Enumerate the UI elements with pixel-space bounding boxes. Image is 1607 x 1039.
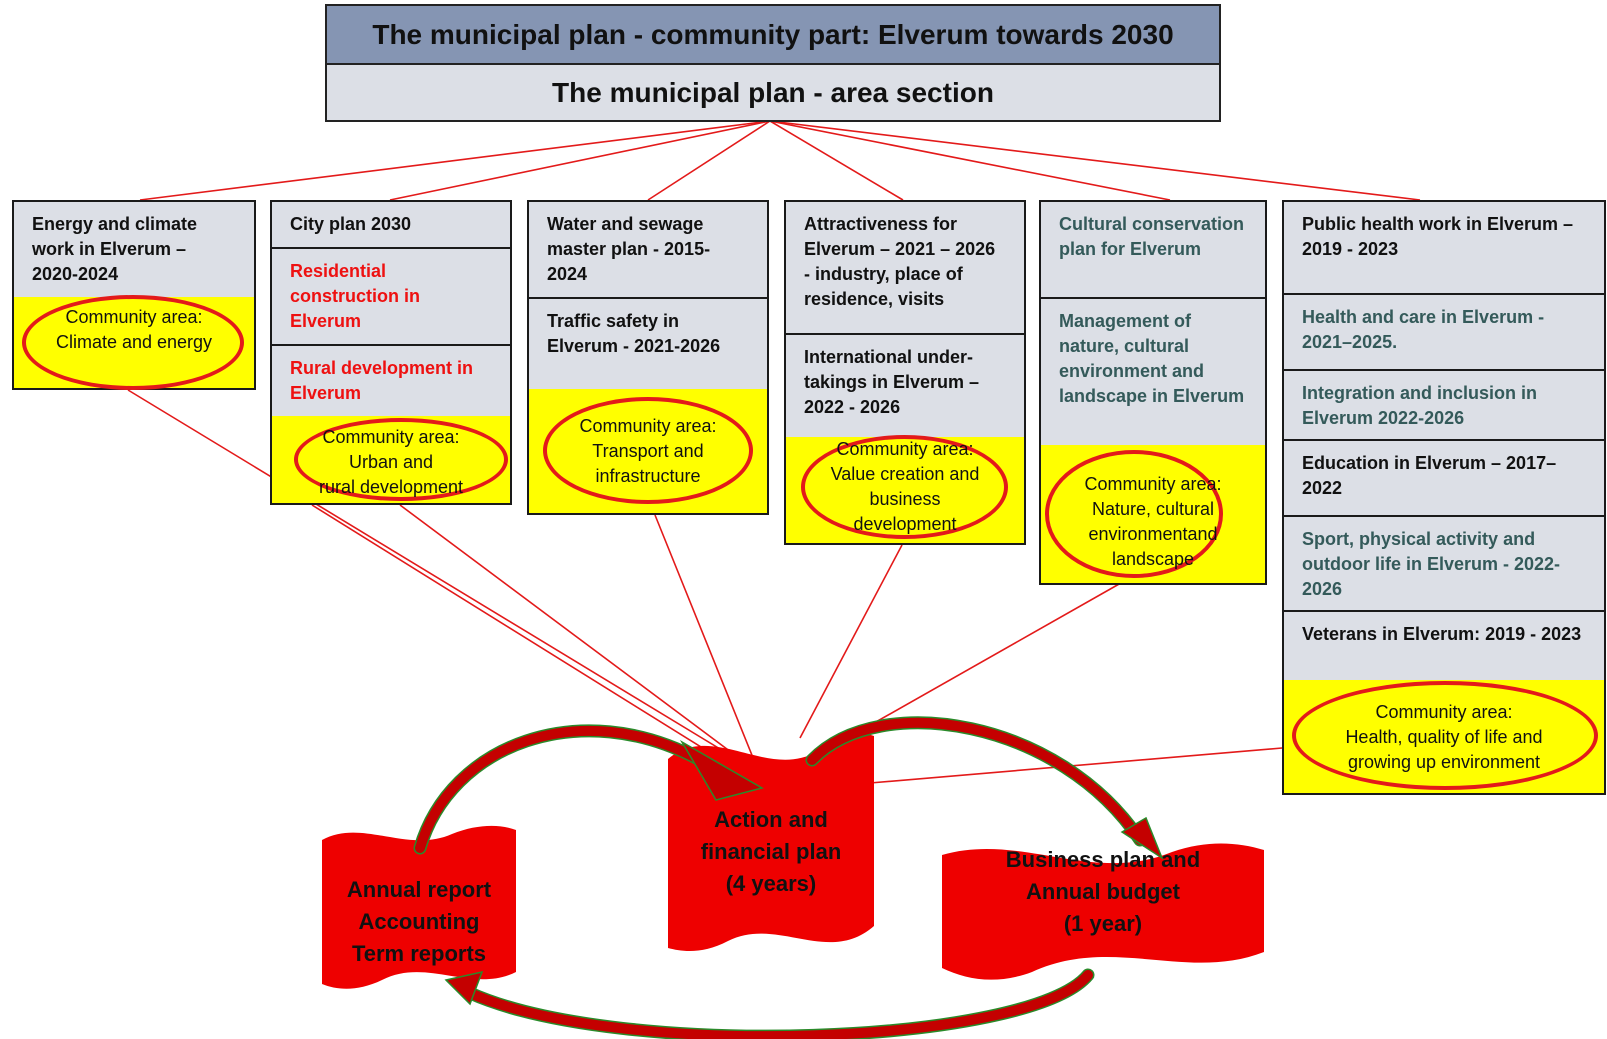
community-area-name: development [853,514,957,534]
municipal-plan-area-section-header: The municipal plan - area section [325,63,1221,122]
plan-international-undertakings: International under-takings in Elverum –… [786,335,1024,437]
plan-column-value-creation: Attractiveness for Elverum – 2021 – 2026… [784,200,1026,545]
arrowhead [1120,816,1164,860]
action-plan-line-2: financial plan [700,839,842,864]
plan-health-care: Health and care in Elverum - 2021–2025. [1284,295,1604,371]
community-area-name: Health, quality of life and [1345,727,1543,747]
plan-column-climate: Energy and climate work in Elverum – 202… [12,200,256,390]
community-area-name: infrastructure [595,466,701,486]
community-area-label: Community area: [1375,702,1513,722]
community-area-nature: Community area: Nature, cultural environ… [1041,445,1265,583]
highlight-ellipse [294,418,508,501]
community-area-name: Urban and [348,452,434,472]
community-area-name: Value creation and [830,464,980,484]
plan-water-sewage: Water and sewage master plan - 2015-2024 [529,202,767,299]
community-area-transport: Community area: Transport and infrastruc… [529,389,767,513]
community-area-name: growing up environment [1347,752,1541,772]
highlight-ellipse [801,435,1008,539]
community-area-health: Community area: Health, quality of life … [1284,680,1604,793]
plan-education: Education in Elverum – 2017–2022 [1284,441,1604,517]
community-area-name: Nature, cultural [1091,499,1215,519]
plan-column-transport: Water and sewage master plan - 2015-2024… [527,200,769,515]
community-area-climate-energy: Community area: Climate and energy [14,295,254,390]
arrowhead [679,739,764,801]
community-area-name: environmentand [1088,524,1218,544]
plan-cultural-conservation: Cultural conservation plan for Elverum [1041,202,1265,299]
community-area-value-creation: Community area: Value creation and busin… [786,435,1024,543]
community-area-name: rural development [318,477,464,497]
action-plan-line-1: Action and [714,807,828,832]
highlight-ellipse [1292,681,1598,790]
business-plan-annual-budget-shape: Business plan and Annual budget (1 year) [942,840,1264,980]
action-plan-line-3: (4 years) [725,871,817,896]
community-area-label: Community area: [322,427,460,447]
wave-shape [322,825,516,989]
community-area-name: Climate and energy [55,332,213,352]
highlight-ellipse [1045,450,1223,578]
plan-city-plan-2030: City plan 2030 [272,202,510,249]
community-area-name: landscape [1111,549,1195,569]
plan-energy-climate: Energy and climate work in Elverum – 202… [14,202,254,299]
plan-public-health: Public health work in Elverum – 2019 - 2… [1284,202,1604,295]
annual-report-line-1: Annual report [346,877,492,902]
highlight-ellipse [22,295,244,390]
wave-shape [942,843,1264,980]
plan-sport-outdoor: Sport, physical activity and outdoor lif… [1284,517,1604,612]
community-area-label: Community area: [836,439,974,459]
community-area-name: business [869,489,941,509]
plan-column-urban-rural: City plan 2030 Residential construction … [270,200,512,505]
cycle-arrow-to-action-plan [413,724,707,855]
arrowhead [444,970,484,1006]
plan-rural-development: Rural development in Elverum [272,346,510,416]
plan-veterans: Veterans in Elverum: 2019 - 2023 [1284,612,1604,682]
plan-integration-inclusion: Integration and inclusion in Elverum 202… [1284,371,1604,441]
community-area-label: Community area: [65,307,203,327]
community-area-urban-rural: Community area: Urban and rural developm… [272,416,510,503]
community-area-label: Community area: [1084,474,1222,494]
municipal-plan-community-part-header: The municipal plan - community part: Elv… [325,4,1221,63]
community-area-name: Transport and [592,441,704,461]
plan-column-health: Public health work in Elverum – 2019 - 2… [1282,200,1606,795]
cycle-arrow-to-annual-report [463,968,1095,1039]
annual-report-line-2: Accounting [358,909,480,934]
annual-report-shape: Annual report Accounting Term reports [322,822,516,992]
plan-attractiveness: Attractiveness for Elverum – 2021 – 2026… [786,202,1024,335]
annual-report-line-3: Term reports [351,941,487,966]
business-plan-line-2: Annual budget [1026,879,1180,904]
plan-traffic-safety: Traffic safety in Elverum - 2021-2026 [529,299,767,389]
community-area-label: Community area: [579,416,717,436]
plan-column-nature: Cultural conservation plan for Elverum M… [1039,200,1267,585]
plan-management-nature: Management of nature, cultural environme… [1041,299,1265,445]
business-plan-line-3: (1 year) [1063,911,1143,936]
highlight-ellipse [543,397,753,504]
plan-residential-construction: Residential construction in Elverum [272,249,510,346]
business-plan-line-1: Business plan and [1005,847,1201,872]
